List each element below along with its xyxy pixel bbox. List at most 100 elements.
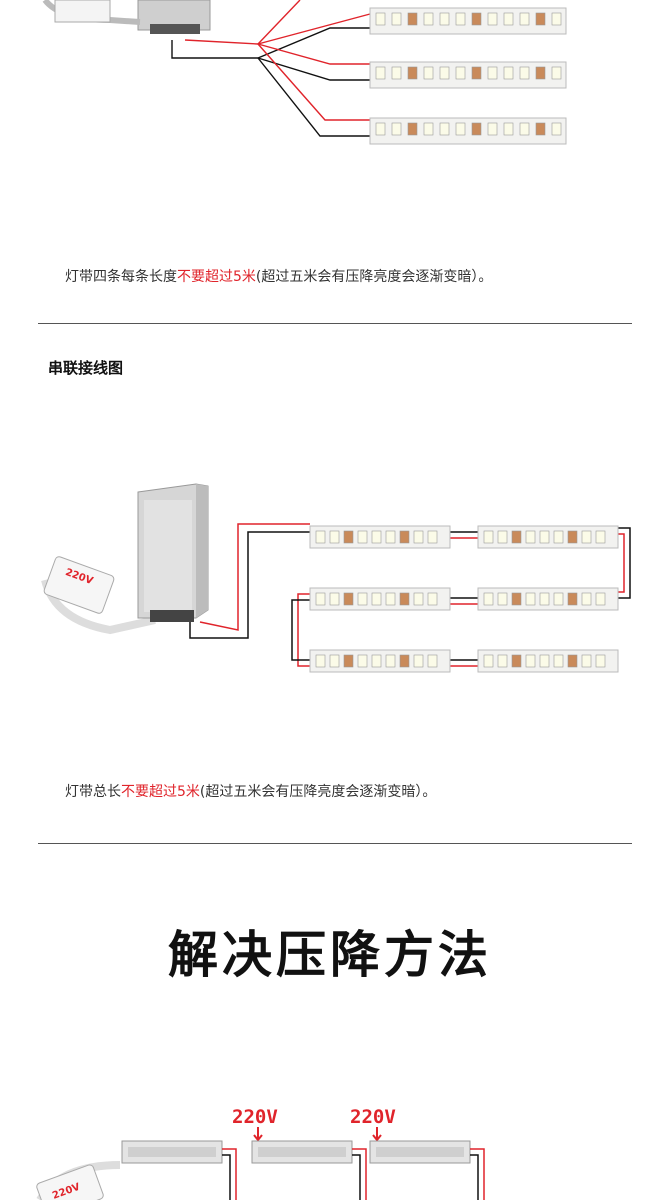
led-chip [439,122,450,136]
parallel-wires [171,0,371,137]
led-chip [497,592,508,606]
caption-text: 灯带总长 [65,784,121,800]
power-supply [251,1140,353,1164]
arrow-down-icon [372,1127,382,1142]
led-chip [497,530,508,544]
led-chip [427,530,438,544]
series-caption: 灯带总长不要超过5米(超过五米会有压降亮度会逐渐变暗）。 [65,781,436,801]
led-chip [375,122,386,136]
caption-text: (超过五米会有压降亮度会逐渐变暗）。 [255,269,493,285]
power-supply [121,1140,223,1164]
led-chip [427,654,438,668]
led-chip [511,592,522,606]
led-chip [315,654,326,668]
led-chip [315,592,326,606]
led-chip [407,12,418,26]
led-chip [519,122,530,136]
led-chip [581,592,592,606]
solution-title: 解决压降方法 [168,926,492,984]
led-chip [391,66,402,80]
led-chip [423,12,434,26]
led-chip [553,654,564,668]
led-chip [423,122,434,136]
led-chip [455,12,466,26]
led-chip [357,654,368,668]
caption-text: 灯带四条每条长度 [65,269,177,285]
led-chip [519,66,530,80]
led-chip [525,592,536,606]
led-chip [427,592,438,606]
led-chip [399,592,410,606]
section-divider [38,843,632,844]
led-chip [483,530,494,544]
led-chip [439,66,450,80]
led-chip [535,12,546,26]
parallel-caption: 灯带四条每条长度不要超过5米(超过五米会有压降亮度会逐渐变暗）。 [65,266,492,286]
led-chip [471,66,482,80]
led-chip [391,12,402,26]
power-supply [137,483,209,622]
led-chip [487,122,498,136]
led-chip [413,530,424,544]
led-chip [343,530,354,544]
led-chip [551,122,562,136]
led-chip [535,66,546,80]
section-divider [38,323,632,324]
voltage-label: 220V [232,1106,278,1128]
led-chip [535,122,546,136]
caption-warning: 不要超过5米 [177,269,256,285]
led-chip [385,530,396,544]
led-strip [369,7,567,35]
led-chip [471,12,482,26]
arrow-down-icon [253,1127,263,1142]
led-chip [357,592,368,606]
led-chip [343,592,354,606]
led-chip [595,592,606,606]
led-chip [539,530,550,544]
led-chip [487,12,498,26]
led-chip [413,654,424,668]
led-chip [553,530,564,544]
led-chip [399,530,410,544]
led-chip [407,122,418,136]
led-strip [369,117,567,145]
led-chip [357,530,368,544]
led-chip [581,530,592,544]
led-chips [315,530,606,668]
led-chip [553,592,564,606]
plug: 220V [43,556,115,614]
led-chip [567,530,578,544]
led-chip [329,654,340,668]
led-chip [455,122,466,136]
led-chip [407,66,418,80]
led-chip [371,592,382,606]
parallel-wiring-diagram [42,0,567,145]
power-supply [369,1140,471,1164]
solution-diagram: 220V [36,1127,485,1200]
led-chip [581,654,592,668]
led-chip [343,654,354,668]
led-chip [423,66,434,80]
led-chip [511,530,522,544]
led-chip [413,592,424,606]
series-wiring-diagram: 220V [41,483,631,673]
led-chip [595,530,606,544]
power-supply [137,0,211,34]
plug: 220V [36,1164,104,1200]
led-chip [391,122,402,136]
caption-text: (超过五米会有压降亮度会逐渐变暗）。 [199,784,437,800]
led-chip [525,530,536,544]
led-chip [385,592,396,606]
led-chip [483,592,494,606]
led-chip [503,122,514,136]
led-chip [551,66,562,80]
led-chip [511,654,522,668]
supply-wires [222,1148,485,1200]
led-chip [385,654,396,668]
led-chip [519,12,530,26]
led-chip [399,654,410,668]
voltage-label: 220V [350,1106,396,1128]
led-chip [497,654,508,668]
led-strip [369,61,567,89]
led-chips [375,12,562,136]
